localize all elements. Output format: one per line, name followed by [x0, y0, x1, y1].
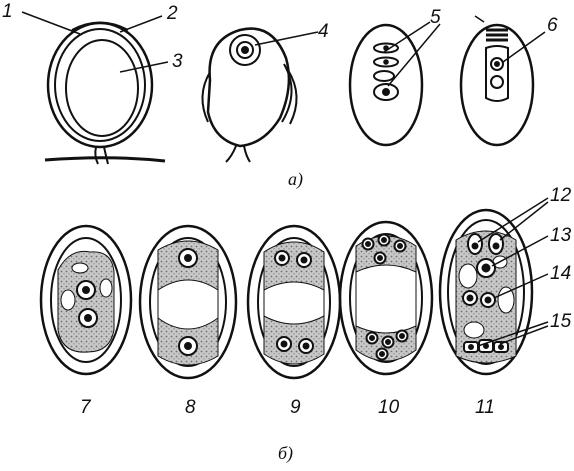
label-13: 13: [550, 226, 571, 245]
caption-a: а): [288, 170, 303, 188]
label-15: 15: [550, 312, 571, 331]
label-2: 2: [167, 4, 178, 23]
embryo-sac-stage-8: [140, 226, 236, 378]
functional-megaspore-figure: [461, 16, 545, 145]
label-12: 12: [550, 186, 571, 205]
megaspore-mother-cell-figure: [202, 29, 318, 162]
label-14: 14: [550, 264, 571, 283]
label-8: 8: [185, 398, 196, 417]
megaspore-tetrad-figure: [350, 22, 440, 145]
label-9: 9: [290, 398, 301, 417]
label-10: 10: [378, 398, 399, 417]
embryo-sac-stage-10: [340, 222, 432, 374]
embryo-sac-stage-11: [440, 198, 548, 374]
label-3: 3: [172, 52, 183, 71]
label-7: 7: [80, 398, 91, 417]
label-5: 5: [430, 8, 441, 27]
embryo-sac-stage-7: [41, 226, 131, 374]
label-1: 1: [2, 2, 13, 21]
ovule-figure: [22, 12, 168, 164]
label-11: 11: [475, 398, 495, 417]
label-6: 6: [547, 16, 558, 35]
label-4: 4: [318, 22, 329, 41]
embryo-sac-stage-9: [248, 226, 340, 378]
caption-b: б): [278, 444, 293, 462]
